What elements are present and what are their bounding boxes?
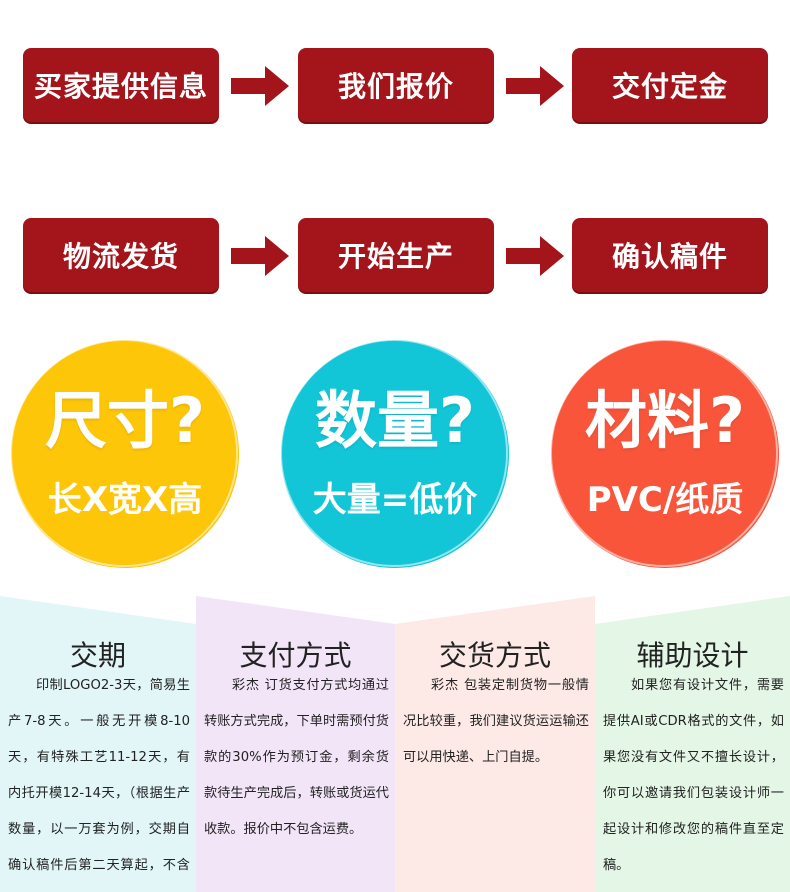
step-confirm-draft: 确认稿件: [572, 218, 768, 292]
arrow-right-icon: [231, 66, 289, 106]
step-shipping: 物流发货: [23, 218, 219, 292]
panel-title: 交期: [69, 639, 126, 672]
panel-text: 印制LOGO2-3天，简易生产7-8天。一般无开模8-10天，有特殊工艺11-1…: [8, 678, 190, 873]
panel-title: 支付方式: [239, 639, 352, 672]
panel-background: [196, 596, 395, 892]
panel-title: 辅助设计: [636, 639, 749, 672]
panel-background: [0, 596, 196, 892]
arrow-right-icon: [506, 66, 564, 106]
circle-quantity: 数量? 大量=低价: [280, 339, 509, 568]
panel-delivery-method: 交货方式 彩杰 包装定制货物一般情况比较重，我们建议货运运输还可以用快递、上门自…: [395, 596, 595, 892]
arrow-right-icon: [506, 236, 564, 276]
panel-design-help: 辅助设计 如果您有设计文件，需要提供AI或CDR格式的文件，如果您没有文件又不擅…: [595, 596, 790, 892]
panel-text: 彩杰 订货支付方式均通过转账方式完成，下单时需预付货款的30%作为预订金，剩余货…: [204, 678, 389, 837]
step-quote: 我们报价: [298, 48, 494, 122]
circle-ring: [550, 339, 778, 567]
circle-material: 材料? PVC/纸质: [550, 339, 779, 568]
circle-size: 尺寸? 长X宽X高: [10, 339, 239, 568]
circle-ring: [280, 339, 508, 567]
panel-background: [595, 596, 790, 892]
step-deposit: 交付定金: [572, 48, 768, 122]
circle-ring: [10, 339, 238, 567]
panel-background: [395, 596, 595, 892]
panel-text: 彩杰 包装定制货物一般情况比较重，我们建议货运运输还可以用快递、上门自提。: [403, 678, 589, 765]
panel-payment: 支付方式 彩杰 订货支付方式均通过转账方式完成，下单时需预付货款的30%作为预订…: [196, 596, 395, 892]
panel-delivery-time: 交期 印制LOGO2-3天，简易生产7-8天。一般无开模8-10天，有特殊工艺1…: [0, 596, 196, 892]
panel-title: 交货方式: [438, 639, 551, 672]
arrow-right-icon: [231, 236, 289, 276]
step-production: 开始生产: [298, 218, 494, 292]
panel-text: 如果您有设计文件，需要提供AI或CDR格式的文件，如果您没有文件又不擅长设计，你…: [603, 678, 784, 873]
step-buyer-info: 买家提供信息: [23, 48, 219, 122]
